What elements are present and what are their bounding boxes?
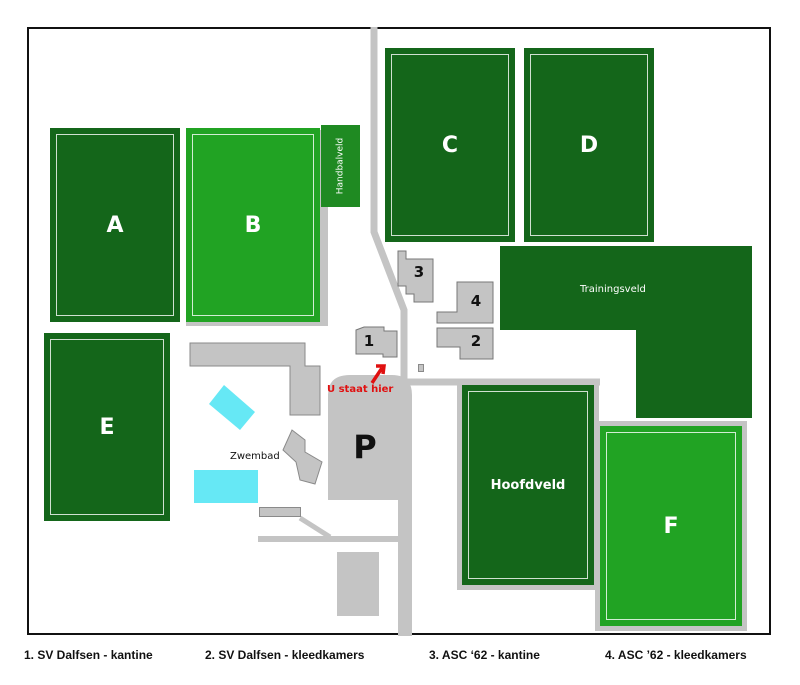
building-3-label: 3 [413, 263, 425, 281]
field-hoofdveld-label: Hoofdveld [490, 477, 566, 493]
small-structure [418, 364, 424, 372]
building-1 [355, 326, 398, 358]
legend-item-1: 1. SV Dalfsen - kantine [24, 648, 153, 662]
field-d-label: D [579, 132, 599, 158]
field-b: B [186, 128, 320, 322]
training-field-shape [500, 246, 752, 418]
building-2-label: 2 [470, 332, 482, 350]
field-e: E [44, 333, 170, 521]
building-small [259, 507, 301, 517]
field-hoofdveld: Hoofdveld [462, 385, 594, 585]
pool-outdoor [209, 385, 255, 430]
field-handbal: Handbalveld [321, 125, 360, 207]
you-are-here-label: U staat hier [327, 384, 394, 395]
path-diag [298, 515, 332, 540]
arrow-icon [370, 364, 386, 384]
parking-area [328, 375, 412, 500]
building-2 [436, 327, 494, 360]
building-1-label: 1 [363, 332, 375, 350]
legend-item-2: 2. SV Dalfsen - kleedkamers [205, 648, 365, 662]
building-4-label: 4 [470, 292, 482, 310]
building-south [337, 552, 379, 616]
legend-item-4: 4. ASC ’62 - kleedkamers [605, 648, 747, 662]
field-b-label: B [244, 212, 262, 238]
field-d: D [524, 48, 654, 242]
building-north-wing [189, 342, 321, 416]
field-e-label: E [99, 414, 115, 440]
pool-indoor [194, 470, 258, 503]
building-pool [282, 429, 323, 485]
field-a-label: A [106, 212, 124, 238]
field-f: F [600, 426, 742, 626]
field-handbal-label: Handbalveld [335, 137, 346, 195]
field-training-label: Trainingsveld [580, 284, 646, 295]
building-4 [436, 281, 494, 324]
building-3 [397, 250, 434, 303]
field-a: A [50, 128, 180, 322]
pool-label: Zwembad [230, 451, 280, 462]
parking-label: P [353, 428, 377, 466]
field-c-label: C [441, 132, 459, 158]
field-c: C [385, 48, 515, 242]
field-f-label: F [663, 513, 679, 539]
legend-item-3: 3. ASC ‘62 - kantine [429, 648, 540, 662]
